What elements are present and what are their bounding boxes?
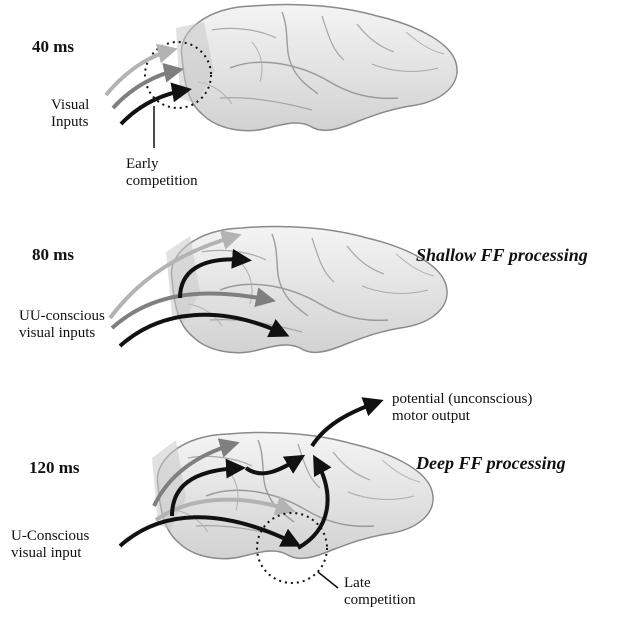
late-competition-leader xyxy=(318,572,338,588)
brain-120ms xyxy=(152,432,433,558)
time-label-120ms: 120 ms xyxy=(29,458,80,478)
time-label-80ms: 80 ms xyxy=(32,245,74,265)
time-label-40ms: 40 ms xyxy=(32,37,74,57)
visual-inputs-label: Visual Inputs xyxy=(51,97,89,131)
early-competition-label: Early competition xyxy=(126,156,198,190)
heading-deep-ff: Deep FF processing xyxy=(416,453,566,474)
heading-shallow-ff: Shallow FF processing xyxy=(416,245,588,266)
uu-conscious-inputs-label: UU-conscious visual inputs xyxy=(19,308,105,342)
motor-output-label: potential (unconscious) motor output xyxy=(392,391,532,425)
u-conscious-input-label: U-Conscious visual input xyxy=(11,528,89,562)
late-competition-label: Late competition xyxy=(344,575,416,609)
brain-40ms xyxy=(176,4,457,130)
